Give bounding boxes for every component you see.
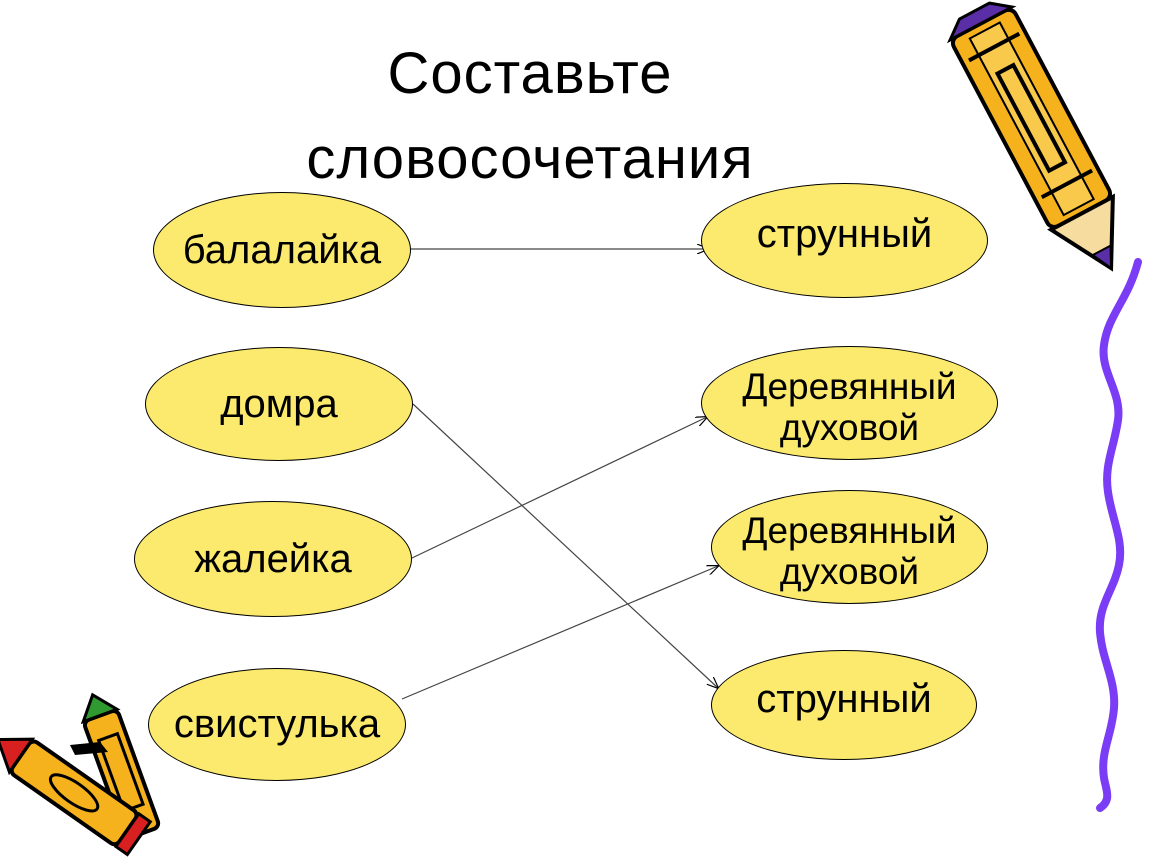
squiggle-line [1095, 258, 1142, 812]
word-dukhovoi-1: духовой [779, 407, 920, 448]
arrow-zhaleika-to-dukhovoi [411, 417, 707, 559]
arrow-domra-to-strunnyi [412, 403, 718, 688]
word-oval-svistulka[interactable]: свистулька [148, 668, 406, 781]
slide-title-line-2: словосочетания [306, 126, 754, 191]
word-oval-strunnyi-top[interactable]: струнный [701, 183, 988, 298]
slide-title-line-1: Составьте [387, 41, 673, 106]
word-oval-strunnyi-bottom[interactable]: струнный [711, 650, 977, 760]
word-domra: домра [220, 381, 338, 426]
arrow-svistulka-to-dukhovoi [401, 566, 718, 700]
word-strunnyi-top: струнный [756, 212, 933, 256]
word-derevyannyi-1: Деревянный [742, 365, 957, 407]
word-derevyannyi-2: Деревянный [742, 509, 957, 551]
word-zhaleika: жалейка [194, 536, 352, 581]
word-svistulka: свистулька [173, 702, 381, 746]
word-balalaika: балалайка [182, 227, 382, 272]
word-oval-dukhovoi-2[interactable]: Деревянный духовой [711, 490, 988, 604]
word-oval-domra[interactable]: домра [145, 347, 413, 461]
word-oval-balalaika[interactable]: балалайка [153, 192, 411, 308]
word-strunnyi-bottom: струнный [756, 676, 932, 721]
word-dukhovoi-2: духовой [779, 551, 920, 592]
word-oval-dukhovoi-1[interactable]: Деревянный духовой [701, 346, 998, 460]
word-oval-zhaleika[interactable]: жалейка [134, 501, 412, 617]
